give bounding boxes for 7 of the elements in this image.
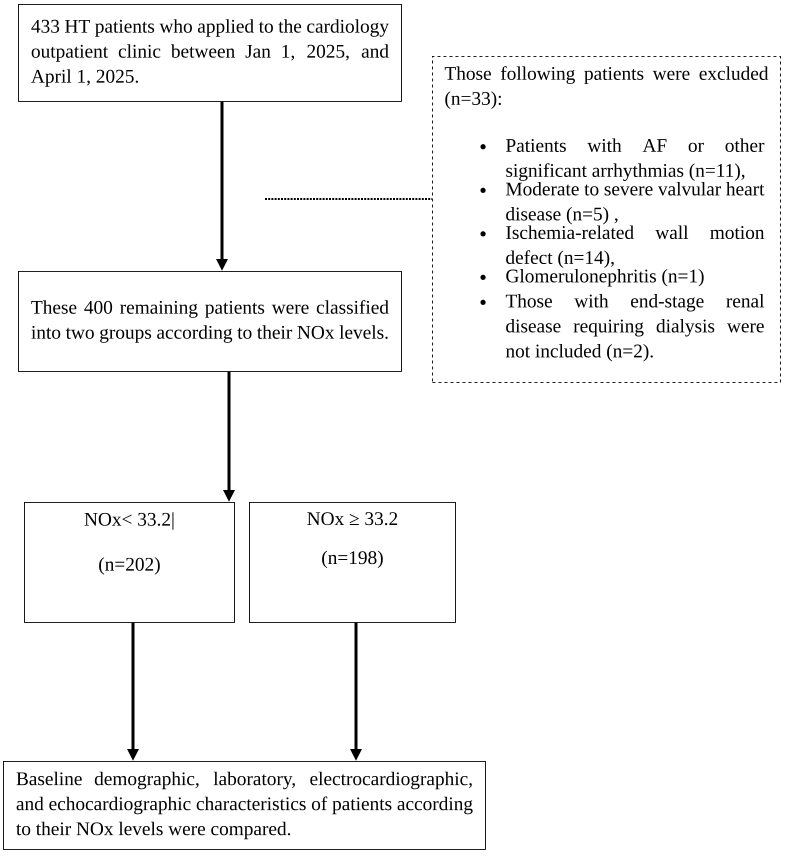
process-box: Baseline demographic, laboratory, electrocardiographic, and echocardiographic characteristics of patients according to their NOx levels were compared.	[3, 761, 486, 850]
group-box: NOx< 33.2| (n=202)	[24, 502, 235, 623]
exclusion-box: Those following patients were excluded (n=33): Patients with AF or other significant arrhythmias (n=11), Moderate to severe valvular heart disease (n=5) , Ischemia-related wall motion defect (n=14), Glomerulonephritis (n=1) Those with end-stage renal disease requiring dialysis were not included (n=2).	[432, 56, 781, 383]
process-box: These 400 remaining patients were classified into two groups according to their NOx levels.	[18, 271, 402, 372]
connector-line	[265, 198, 432, 200]
group-box: NOx ≥ 33.2 (n=198)	[249, 502, 456, 623]
process-box: 433 HT patients who applied to the cardiology outpatient clinic between Jan 1, 2025, and April 1, 2025.	[18, 4, 402, 102]
